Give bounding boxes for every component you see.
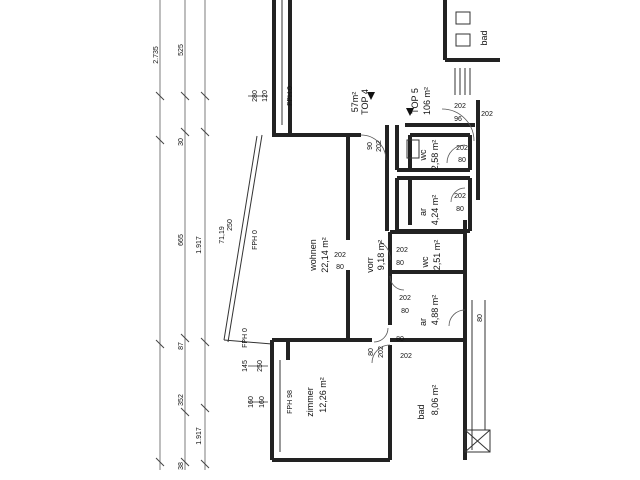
door-zimmer-h: 202 — [378, 346, 385, 358]
dim-1917-b: 1.917 — [196, 427, 203, 445]
door-wohnen-w: 80 — [336, 264, 344, 271]
room-ar1-name: ar — [418, 208, 428, 216]
room-wc1-area: 2,58 m² — [430, 140, 440, 171]
dimension-texts: 2.735 525 30 665 1.917 87 352 1.917 38 — [153, 44, 203, 470]
door-ar1-w: 80 — [456, 206, 464, 213]
apartment-labels: TOP 4 57m² TOP 5 106 m² — [350, 87, 432, 115]
window3-height: 250 — [257, 360, 264, 372]
door-swings — [360, 108, 475, 364]
top4-area: 57m² — [350, 92, 360, 113]
room-ar2-name: ar — [418, 318, 428, 326]
door-right-h: 202 — [481, 111, 493, 118]
room-wc2-name: wc — [420, 256, 430, 268]
room-ar1-area: 4,24 m² — [430, 195, 440, 226]
top5-area: 106 m² — [422, 87, 432, 115]
door-ar2-w: 80 — [401, 308, 409, 315]
window-labels: 280 120 FPH 0 145 250 160 160 FPH 98 — [242, 86, 294, 414]
room-bad-name: bad — [416, 404, 426, 419]
room-bad-top-name: bad — [479, 30, 489, 45]
door-top5-h: 202 — [454, 103, 466, 110]
balcony-area: 71,19 — [219, 226, 226, 244]
room-wohnen-area: 22,14 m² — [320, 237, 330, 273]
dim-total: 2.735 — [153, 46, 160, 64]
balcony-labels: 250 71,19 FPH 0 FPH 0 — [219, 219, 259, 348]
window1-height: 120 — [262, 90, 269, 102]
dim-38: 38 — [178, 462, 185, 470]
dim-1917-a: 1.917 — [196, 236, 203, 254]
door-top5-w: 96 — [454, 116, 462, 123]
thin-lines — [279, 0, 491, 453]
top5-label: TOP 5 — [410, 88, 420, 114]
entrance-markers — [367, 92, 414, 116]
room-zimmer-name: zimmer — [305, 387, 315, 417]
window1-fph: FPH 0 — [287, 86, 294, 106]
top4-label: TOP 4 — [360, 89, 370, 115]
walls — [270, 0, 500, 462]
room-ar2-area: 4,88 m² — [430, 295, 440, 326]
door-top4-w: 90 — [367, 142, 374, 150]
dim-352: 352 — [178, 394, 185, 406]
door-wc2-h: 202 — [396, 247, 408, 254]
door-wc1-w: 80 — [458, 157, 466, 164]
room-wc2-area: 2,51 m² — [432, 240, 442, 271]
balcony-fph: FPH 0 — [252, 230, 259, 250]
dim-665: 665 — [178, 234, 185, 246]
room-vorr-name: vorr — [365, 257, 375, 273]
door-wc1-h: 202 — [456, 145, 468, 152]
door-ar1-h: 202 — [454, 193, 466, 200]
door-wohnen-h: 202 — [334, 252, 346, 259]
room-wohnen-name: wohnen — [308, 239, 318, 272]
window4-height: 160 — [259, 396, 266, 408]
room-wc1-name: wc — [418, 149, 428, 161]
dim-525: 525 — [178, 44, 185, 56]
dimension-lines — [155, 0, 210, 470]
door-right-w: 80 — [477, 314, 484, 322]
door-top4-h: 202 — [376, 140, 383, 152]
window4-fph: FPH 98 — [287, 390, 294, 414]
room-zimmer-area: 12,26 m² — [318, 377, 328, 413]
balcony-outline — [223, 134, 273, 345]
door-ar2-h: 202 — [399, 295, 411, 302]
door-bad-h: 202 — [400, 353, 412, 360]
door-bad-w: 80 — [396, 336, 404, 343]
window3-width: 145 — [242, 360, 249, 372]
balcony-width: 250 — [227, 219, 234, 231]
dim-30: 30 — [178, 138, 185, 146]
room-labels: wohnen 22,14 m² vorr 9,18 m² wc 2,58 m² … — [305, 30, 489, 419]
balcony-fph-bottom: FPH 0 — [242, 328, 249, 348]
room-vorr-area: 9,18 m² — [376, 240, 386, 271]
door-zimmer-w: 80 — [368, 348, 375, 356]
dim-87: 87 — [178, 342, 185, 350]
door-labels: 202 90 202 96 202 80 202 80 202 80 202 8… — [334, 103, 493, 360]
room-bad-area: 8,06 m² — [430, 385, 440, 416]
door-wc2-w: 80 — [396, 260, 404, 267]
